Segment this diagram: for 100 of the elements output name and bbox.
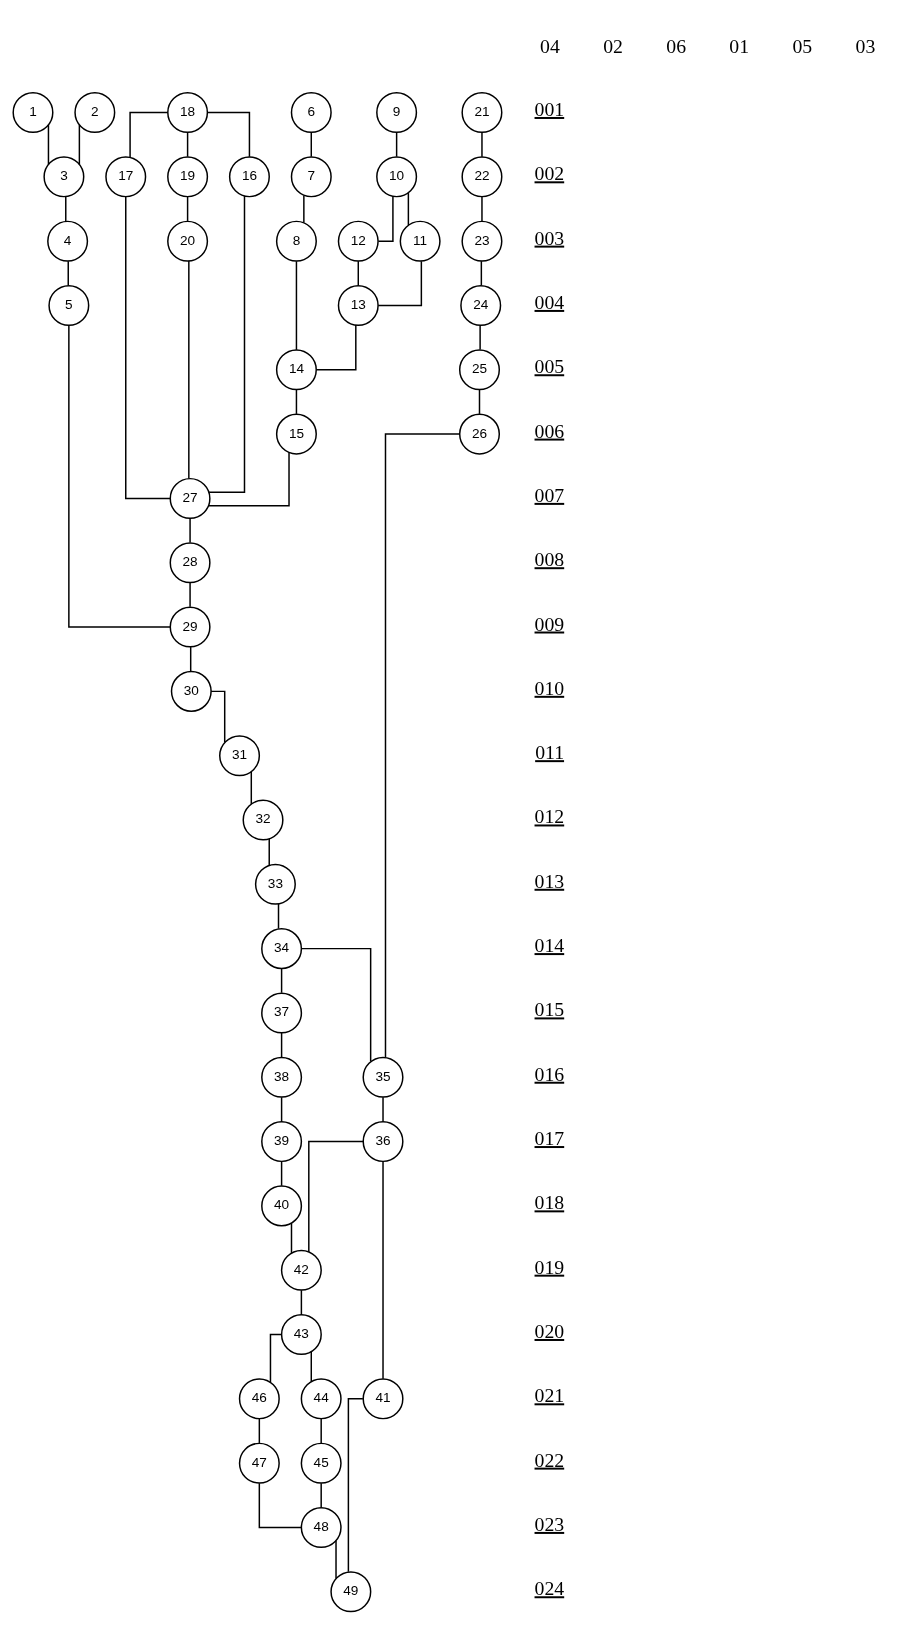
label: 06: [666, 34, 687, 57]
node-circle: 40: [261, 1184, 303, 1226]
node-circle: 23: [461, 220, 503, 262]
node-circle: 9: [376, 91, 418, 133]
node-circle: 28: [169, 541, 211, 583]
connector: [189, 645, 192, 672]
label: 002: [534, 161, 565, 184]
connector: [189, 517, 191, 543]
connector: [280, 1160, 283, 1186]
node-circle: 3: [43, 155, 85, 197]
label: 021: [534, 1383, 565, 1406]
label: 013: [534, 869, 565, 892]
connector: [295, 388, 298, 415]
connector: [300, 1288, 303, 1315]
connector: [189, 581, 191, 608]
label: 009: [534, 612, 565, 635]
label: 008: [534, 547, 565, 570]
connector: [377, 259, 423, 306]
connector: [347, 1397, 364, 1573]
connector: [206, 111, 251, 158]
connector: [295, 260, 298, 351]
connector: [207, 451, 290, 507]
node-circle: 39: [261, 1120, 303, 1162]
node-circle: 6: [290, 91, 332, 133]
node-circle: 48: [300, 1506, 342, 1548]
connector: [277, 902, 280, 929]
node-circle: 46: [238, 1377, 280, 1419]
label: 003: [534, 226, 565, 249]
node-circle: 30: [170, 670, 212, 712]
label: 001: [534, 97, 565, 120]
node-circle: 27: [169, 477, 211, 519]
label: 019: [534, 1255, 565, 1278]
connector: [280, 1031, 283, 1058]
connector: [280, 1096, 283, 1122]
node-circle: 42: [280, 1249, 322, 1291]
connector: [301, 947, 372, 1062]
connector: [280, 967, 283, 993]
node-circle: 33: [254, 863, 296, 905]
label: 01: [729, 34, 750, 57]
label: 018: [534, 1190, 565, 1213]
node-circle: 25: [458, 348, 500, 390]
node-circle: 12: [337, 220, 379, 262]
connector: [310, 1350, 312, 1382]
connector: [395, 131, 398, 157]
label: 03: [855, 34, 876, 57]
node-circle: 44: [300, 1377, 342, 1419]
connector: [320, 1481, 322, 1508]
connector: [308, 1140, 364, 1252]
node-circle: 2: [74, 91, 116, 133]
node-circle: 19: [167, 155, 209, 197]
connector: [47, 123, 50, 165]
node-circle: 32: [242, 798, 284, 841]
connector: [208, 194, 246, 493]
connector: [320, 1417, 322, 1444]
connector: [258, 1417, 261, 1444]
connector: [357, 259, 359, 286]
node-circle: 7: [290, 155, 332, 197]
node-circle: 43: [280, 1313, 322, 1355]
label: 04: [540, 34, 560, 57]
connector: [407, 191, 410, 226]
node-circle: 41: [362, 1377, 404, 1419]
connector: [479, 324, 481, 350]
label: 014: [534, 933, 565, 956]
node-circle: 45: [300, 1442, 342, 1484]
connector: [481, 131, 483, 157]
node-circle: 34: [261, 927, 303, 969]
node-circle: 13: [337, 284, 379, 326]
connector: [186, 195, 189, 222]
node-circle: 49: [330, 1570, 372, 1612]
connector: [480, 259, 483, 286]
label: 012: [534, 804, 565, 827]
connector: [382, 1096, 384, 1122]
node-circle: 36: [362, 1120, 404, 1162]
connector: [125, 195, 171, 499]
connector: [65, 195, 67, 222]
connector: [188, 259, 190, 479]
connector: [335, 1539, 337, 1579]
node-circle: 38: [261, 1056, 303, 1098]
label: 023: [534, 1512, 565, 1535]
node-circle: 37: [261, 991, 303, 1033]
node-circle: 11: [399, 220, 441, 262]
connector: [377, 195, 394, 242]
node-circle: 10: [376, 155, 418, 197]
label: 016: [534, 1062, 565, 1085]
connector: [250, 770, 253, 805]
connector: [258, 1481, 302, 1528]
node-circle: 8: [275, 220, 317, 262]
connector: [481, 195, 483, 222]
connector: [310, 131, 312, 157]
label: 024: [534, 1576, 565, 1599]
connector: [186, 131, 189, 157]
label: 020: [534, 1319, 565, 1342]
label: 007: [534, 483, 565, 506]
node-circle: 1: [12, 91, 54, 133]
connector: [290, 1221, 293, 1254]
label: 006: [534, 419, 565, 442]
connector: [303, 194, 305, 223]
connector: [210, 690, 226, 743]
node-circle: 31: [219, 734, 261, 776]
label: 015: [534, 997, 565, 1020]
